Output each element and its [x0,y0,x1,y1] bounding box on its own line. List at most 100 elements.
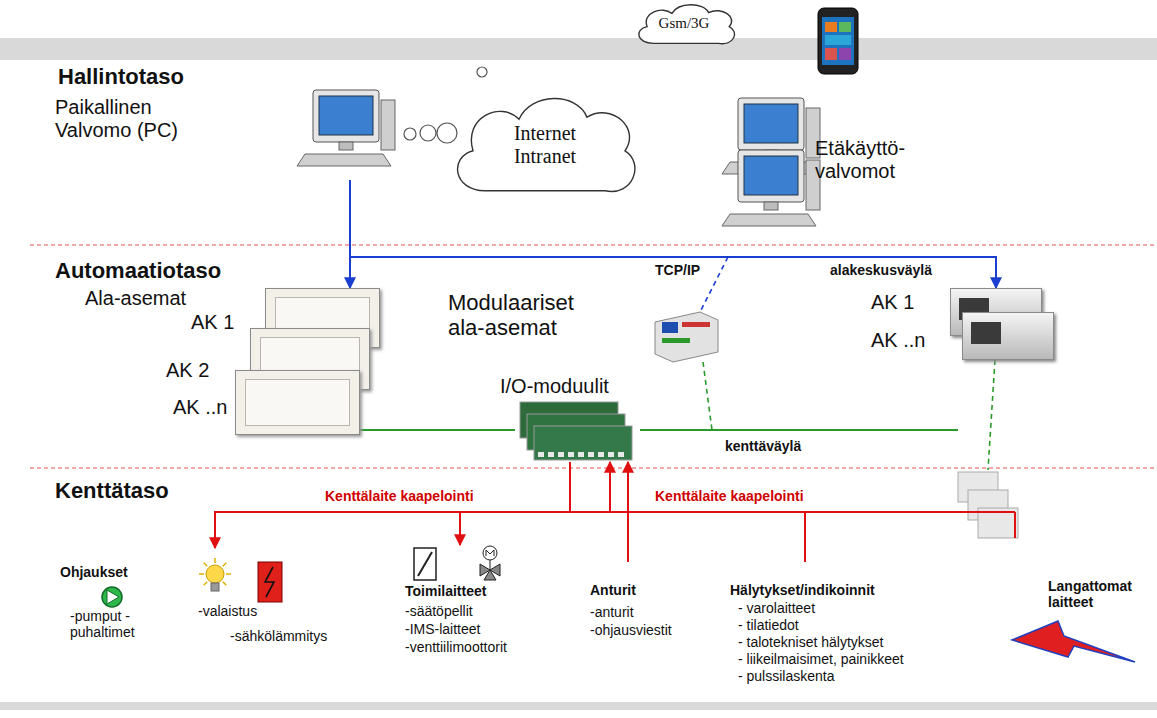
graphic-part [839,48,851,60]
level-title: Kenttätaso [55,478,169,503]
light-ray [223,563,227,567]
light-ray [214,558,216,563]
cabling-label: Kenttälaite kaapelointi [325,488,474,504]
node-text: -valaistus [198,603,257,619]
cloud-outline [445,92,645,197]
bus-label: kenttäväylä [725,438,801,454]
connector [350,180,996,288]
pc-icon [722,150,820,226]
node-title: Paikallinen Valvomo (PC) [55,96,200,142]
graphic-part [662,338,690,343]
node-title: Internet Intranet [495,122,595,168]
io-terminal [618,452,624,457]
node-title: AK 1 [191,311,234,334]
node-title: Anturit [590,582,636,598]
node-title: Ohjaukset [60,564,128,580]
node-text: -ohjausviestit [590,622,672,638]
graphic-part [418,552,432,576]
phone-icon [818,8,858,74]
graphic-part [825,22,837,32]
light-ray [204,582,208,586]
graphic-part [199,558,231,590]
graphic-part [420,125,436,141]
graphic-part [534,426,632,460]
graphic-part [484,570,496,580]
network-cloud: Gsm/3G [632,2,740,46]
node-title: I/O-moduulit [500,375,609,398]
node-text: -IMS-laitteet [405,621,480,637]
graphic-part [265,567,274,597]
node-title: AK ..n [871,329,925,352]
bus-label: TCP/IP [655,262,700,278]
device-group: Ohjaukset -pumput -puhaltimet -valaistus -s… [55,548,375,653]
light-ray [226,573,231,575]
io-boxes [958,472,1018,538]
io-boards [520,402,632,460]
io-module: I/O-moduulit [515,400,640,462]
field-cabling [1014,512,1016,538]
graphic-part [258,562,282,602]
device-group: Anturit-anturit-ohjausviestit [585,562,705,642]
graphic-part [818,8,858,74]
group-label: Modulaariset ala-asemat [448,290,608,341]
level-title: Hallintotaso [58,64,184,89]
pump-symbol [102,587,122,607]
level-divider [30,244,1157,245]
node-text: - tilatiedot [738,617,799,633]
graphic-part [414,548,436,580]
node-text: - varolaitteet [738,600,815,616]
graphic-part [486,550,494,556]
node-text: - liikeilmaisimet, painikkeet [738,651,904,667]
io-terminal [578,452,584,457]
tcpip-link [700,257,728,312]
top-band [0,38,1157,60]
level-title: Automaatiotaso [55,258,221,283]
graphic-part [825,35,851,45]
node-text: -venttiilimoottorit [405,639,507,655]
io-terminal [588,452,594,457]
graphic-part [682,322,710,327]
damper-symbol [414,548,436,580]
node-text: - talotekniset hälytykset [738,634,884,650]
node-text: - pulssilaskenta [738,668,835,684]
node-text: -pumput -puhaltimet [70,608,155,640]
valve-symbol [480,546,500,580]
graphic-part [107,590,119,604]
group-label: Ala-asemat [85,287,186,310]
node-title: AK 1 [871,291,914,314]
controller-panel: AK ..n [235,370,360,435]
connector [610,462,805,562]
controller-panel: AK ..n [962,312,1054,360]
connector [460,462,570,545]
light-ray [204,563,208,567]
graphic-part [839,22,851,32]
node-title: Langattomat laitteet [1048,578,1150,610]
node-text: -säätöpellit [405,603,473,619]
heater-symbol [258,562,282,602]
pc-icon [297,90,395,166]
pc-station: Paikallinen Valvomo (PC) [50,82,395,180]
bottom-band [0,702,1157,710]
gateway-device [655,312,718,362]
bus-label: alakeskusväylä [830,262,932,278]
light-ray [199,573,204,575]
node-title: Gsm/3G [632,15,736,32]
graphic-part [655,312,718,362]
graphic-part [483,546,497,560]
light-ray [223,582,227,586]
io-terminal [548,452,554,457]
graphic-part [825,48,837,60]
wireless-symbol [1012,621,1135,662]
graphic-part [206,565,224,583]
graphic-part [662,322,678,333]
node-title: Toimilaitteet [405,583,486,599]
node-title: AK ..n [173,396,227,419]
device-group: Langattomat laitteet [1048,578,1154,618]
graphic-part [211,583,219,591]
network-cloud: Internet Intranet [445,92,645,197]
graphic-part [822,17,854,65]
graphic-part [477,67,487,77]
node-text: -sähkölämmitys [230,628,327,644]
connector [360,429,515,431]
